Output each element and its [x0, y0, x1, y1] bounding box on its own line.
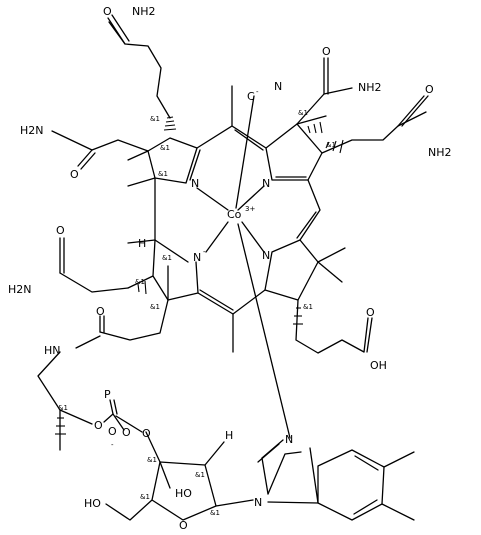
stereo-mark: &1: [210, 509, 220, 517]
atom-h-sugar: H: [225, 429, 233, 442]
atom-o-left-upper: O: [70, 168, 79, 181]
atom-cyano-charge: -: [256, 88, 259, 96]
stereo-mark: &1: [162, 254, 172, 262]
atom-o-amide: O: [96, 305, 105, 318]
atom-hn-amide: HN: [44, 344, 61, 357]
atom-o-left-lower: O: [56, 224, 65, 237]
stereo-markers: &1 &1 &1 &1 &1 &1 &1 &1 &1 &1 &1 &1 &1 &…: [58, 109, 336, 517]
stereo-mark: &1: [140, 493, 150, 501]
stereo-mark: &1: [298, 109, 308, 117]
atom-ho-sugar: HO: [175, 487, 192, 500]
atom-cobalt: Co: [227, 208, 242, 221]
atom-o-phosphate-left: O: [94, 419, 103, 432]
stereo-mark: &1: [58, 404, 68, 412]
stereo-mark: &1: [303, 303, 313, 311]
atom-h2n-left-lower: H2N: [8, 283, 32, 296]
stereo-mark: &1: [326, 141, 336, 149]
atom-n-lower-left-charge: -: [203, 248, 206, 256]
atom-o-top: O: [103, 5, 112, 18]
atom-labels: O NH2 O NH2 O NH2 H2N O O H2N N N N - N …: [8, 5, 452, 532]
stereo-mark: &1: [158, 170, 168, 178]
atom-nh2-right: NH2: [428, 146, 452, 159]
atom-n-lower-left: N: [193, 251, 201, 264]
stereo-mark: &1: [160, 144, 170, 152]
atom-o-phosphate-right: O: [142, 427, 151, 440]
stereo-mark: &1: [150, 115, 160, 123]
atom-n-upper-right: N: [262, 177, 270, 190]
atom-o-phosphate-charge: -: [111, 441, 114, 449]
atom-n-lower-right: N: [262, 249, 270, 262]
atom-cyano-c: C: [247, 90, 255, 103]
atom-nh2-upper-right: NH2: [358, 81, 382, 94]
atom-o-phosphate-minus: O: [108, 425, 117, 438]
bond-lines: [37, 14, 429, 521]
atom-oh-acid: OH: [370, 359, 387, 372]
atom-h-left: H: [138, 237, 146, 250]
atom-o-upper-right: O: [322, 45, 331, 58]
atom-cobalt-charge: 3+: [245, 205, 255, 213]
atom-n-benzimidazole-top: N: [285, 433, 293, 446]
atom-cyano-n: N: [274, 80, 282, 93]
atom-nh2-top: NH2: [132, 5, 156, 18]
atom-o-phosphate-double: O: [122, 426, 131, 439]
atom-o-right: O: [425, 83, 434, 96]
stereo-mark: &1: [195, 471, 205, 479]
atom-h2n-left-upper: H2N: [20, 124, 44, 137]
atom-n-upper-left: N: [191, 177, 199, 190]
hashed-wedge-bonds: [55, 116, 344, 435]
atom-oh-sugar-left: HO: [84, 497, 101, 510]
stereo-mark: &1: [147, 456, 157, 464]
atom-o-ring: O: [179, 519, 188, 532]
stereo-mark: &1: [150, 303, 160, 311]
atom-o-acid: O: [366, 306, 375, 319]
atom-n-benzimidazole-bottom: N: [254, 496, 262, 509]
atom-phosphorus: P: [104, 388, 111, 401]
stereo-mark: &1: [135, 278, 145, 286]
